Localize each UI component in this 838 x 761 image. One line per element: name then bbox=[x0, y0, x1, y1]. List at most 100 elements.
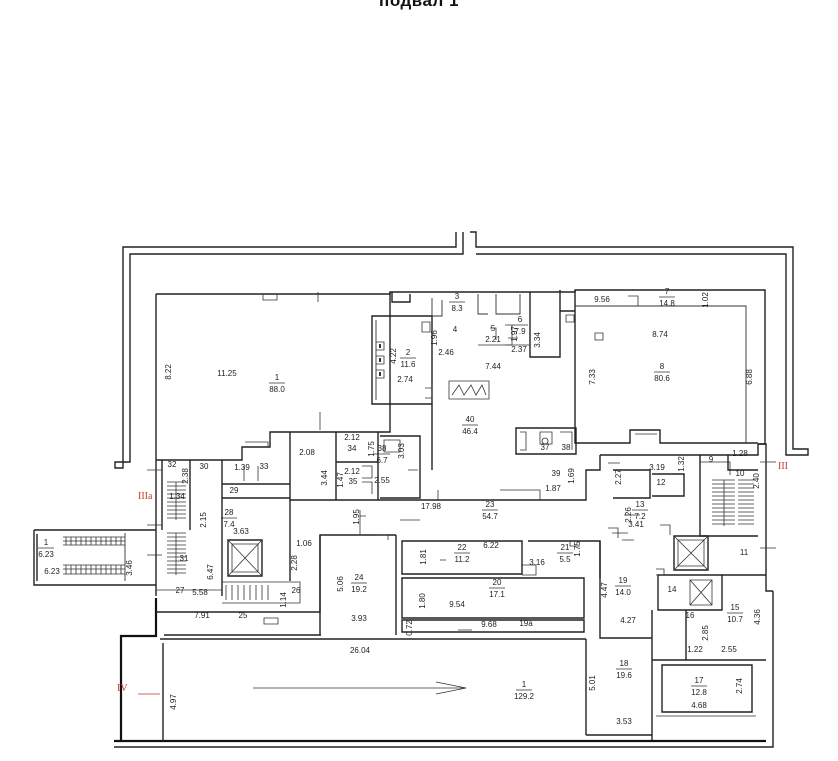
dimension: 0.72 bbox=[405, 620, 414, 636]
corridor-40 bbox=[431, 380, 577, 470]
room-number: 2 bbox=[406, 348, 411, 357]
room-label-r3: 38.3 bbox=[449, 292, 465, 313]
dimension: 17.98 bbox=[421, 502, 442, 511]
right-stair-block bbox=[599, 443, 773, 740]
room-index: 25 bbox=[239, 611, 248, 620]
room-area: 88.0 bbox=[269, 385, 285, 394]
dimension: 2.40 bbox=[752, 473, 761, 489]
room-number: 28 bbox=[225, 508, 234, 517]
room-index: 35 bbox=[349, 477, 358, 486]
axis-iv-label: IV bbox=[117, 683, 128, 694]
room-number: 40 bbox=[466, 415, 475, 424]
room-area: 7.2 bbox=[634, 512, 646, 521]
room-index: 5 bbox=[491, 324, 496, 333]
room-index: 26 bbox=[292, 586, 301, 595]
dimension: 2.08 bbox=[299, 448, 315, 457]
room-index: 34 bbox=[348, 444, 357, 453]
room-area: 5.5 bbox=[559, 555, 571, 564]
room-area: 14.0 bbox=[615, 588, 631, 597]
room-label-r1-far: 16.23 bbox=[38, 538, 54, 559]
dimension: 4.22 bbox=[389, 348, 398, 364]
dimension: 9.56 bbox=[594, 295, 610, 304]
dimension: 1.96 bbox=[430, 330, 439, 346]
room-area: 19.6 bbox=[616, 671, 632, 680]
dimension: 2.12 bbox=[344, 467, 360, 476]
dimension: 3.63 bbox=[233, 527, 249, 536]
room-index: 16 bbox=[686, 611, 695, 620]
axis-iii-label: III bbox=[778, 461, 788, 472]
room-number: 1 bbox=[44, 538, 49, 547]
dimension: 3.16 bbox=[529, 558, 545, 567]
plan-title: подвал 1 bbox=[379, 0, 459, 10]
top-center-rooms bbox=[371, 290, 575, 405]
dimension: 7.44 bbox=[485, 362, 501, 371]
room-number: 24 bbox=[355, 573, 364, 582]
dimension: 3.03 bbox=[397, 443, 406, 459]
dimension: 5.58 bbox=[192, 588, 208, 597]
room-area: 11.6 bbox=[401, 360, 417, 369]
room-index: 19a bbox=[519, 619, 533, 628]
room-area: 19.2 bbox=[351, 585, 367, 594]
dimension: 1.22 bbox=[687, 645, 703, 654]
dimension: 8.22 bbox=[164, 364, 173, 380]
room-index: 14 bbox=[668, 585, 677, 594]
room-label-r21: 215.5 bbox=[557, 543, 573, 564]
dimension: 26.04 bbox=[350, 646, 371, 655]
dimension: 2.55 bbox=[721, 645, 737, 654]
room-area: 7.4 bbox=[223, 520, 235, 529]
dimension: 1.28 bbox=[732, 449, 748, 458]
room-area: 17.1 bbox=[489, 590, 505, 599]
room-label-r6: 67.9 bbox=[512, 315, 528, 336]
dimension: 1.14 bbox=[279, 592, 288, 608]
left-stair-block bbox=[155, 460, 396, 625]
room-number: 23 bbox=[486, 500, 495, 509]
dimension: 1.32 bbox=[677, 456, 686, 472]
room-index: 33 bbox=[260, 462, 269, 471]
room-index: 32 bbox=[168, 460, 177, 469]
room-label-r18: 18 19.6 bbox=[616, 659, 632, 680]
room-label-r24: 24 19.2 bbox=[351, 573, 367, 594]
room-index: 27 bbox=[176, 586, 185, 595]
room-area: 46.4 bbox=[462, 427, 478, 436]
room-label-r1-left: 188.0 bbox=[269, 373, 285, 394]
room-area: 8.3 bbox=[451, 304, 463, 313]
dimension: 1.75 bbox=[573, 541, 582, 557]
dimension: 1.06 bbox=[296, 539, 312, 548]
room-number: 1 bbox=[522, 680, 527, 689]
room-number: 13 bbox=[636, 500, 645, 509]
room-index: 9 bbox=[709, 455, 714, 464]
dimension: 2.15 bbox=[199, 512, 208, 528]
room-index: 38 bbox=[562, 443, 571, 452]
room-labels: 188.0211.638.367.9714.8880.64046.4386.72… bbox=[38, 287, 743, 701]
room-area: 14.8 bbox=[659, 299, 675, 308]
dimension: 3.34 bbox=[533, 332, 542, 348]
dimension: 3.44 bbox=[320, 470, 329, 486]
dimension: 2.38 bbox=[181, 468, 190, 484]
room-area: 6.7 bbox=[376, 456, 388, 465]
room-label-r2: 211.6 bbox=[400, 348, 416, 369]
dimension: 11.25 bbox=[217, 369, 237, 378]
dimension: 2.12 bbox=[344, 433, 360, 442]
dimension: 5.01 bbox=[588, 675, 597, 691]
room-area: 6.23 bbox=[38, 550, 54, 559]
dimension: 4.27 bbox=[620, 616, 636, 625]
dimension: 6.23 bbox=[44, 567, 60, 576]
dimension: 1.39 bbox=[234, 463, 250, 472]
dimension: 6.22 bbox=[483, 541, 499, 550]
room-number: 18 bbox=[620, 659, 629, 668]
dimension: 1.95 bbox=[352, 509, 361, 525]
room-index: 4 bbox=[453, 325, 458, 334]
dimension: 4.47 bbox=[600, 582, 609, 598]
dimension: 3.46 bbox=[125, 560, 134, 576]
room-index: 37 bbox=[541, 443, 550, 452]
room-number: 3 bbox=[455, 292, 460, 301]
dimension: 1.47 bbox=[336, 472, 345, 488]
room-number: 15 bbox=[731, 603, 740, 612]
dimension: 3.53 bbox=[616, 717, 632, 726]
room-number: 7 bbox=[665, 287, 670, 296]
dimension: 1.81 bbox=[419, 549, 428, 565]
